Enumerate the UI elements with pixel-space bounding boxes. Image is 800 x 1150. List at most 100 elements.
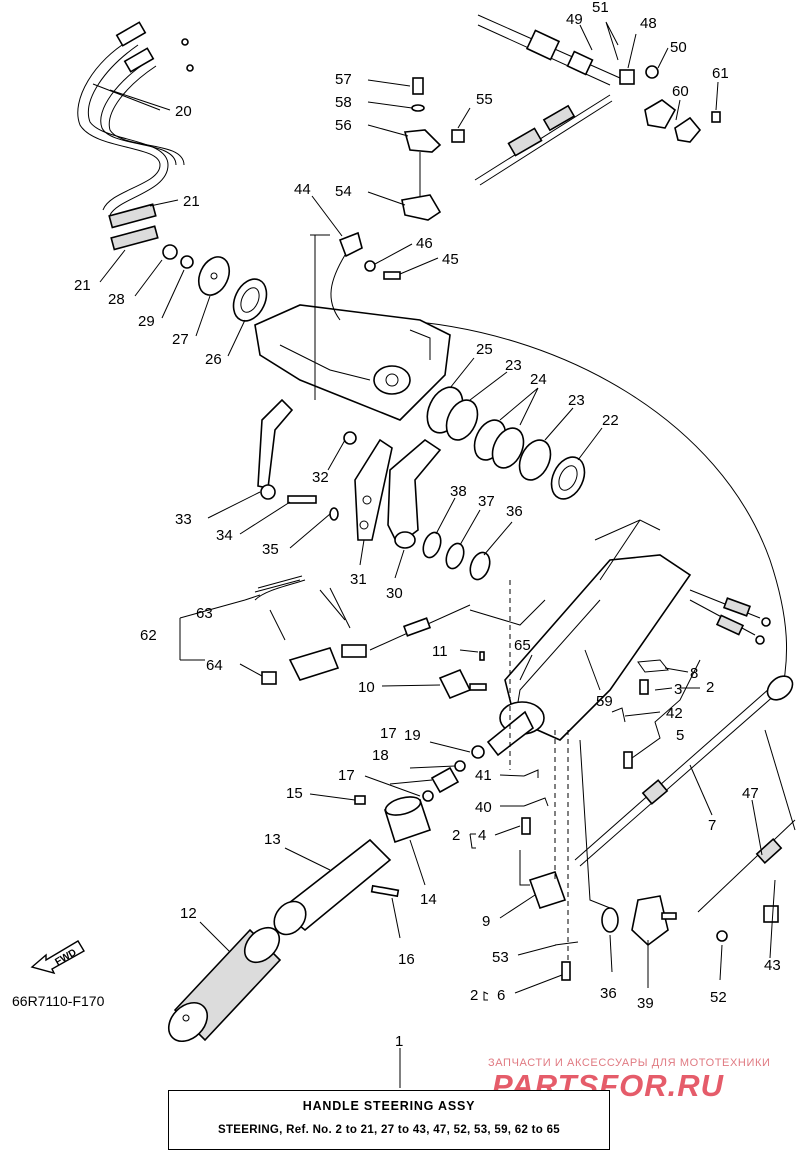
callout-15: 15 <box>286 785 303 802</box>
callout-24: 24 <box>530 371 547 388</box>
callout-43: 43 <box>764 957 781 974</box>
callout-14: 14 <box>420 891 437 908</box>
callout-19: 19 <box>404 727 421 744</box>
leader-lines <box>92 21 776 1088</box>
callout-3: 3 <box>674 681 682 698</box>
part-shift-rod <box>474 14 721 186</box>
part-friction-knob <box>438 651 487 700</box>
callout-21: 21 <box>74 277 91 294</box>
routing-line <box>764 729 796 831</box>
callout-31: 31 <box>350 571 367 588</box>
callout-23: 23 <box>568 392 585 409</box>
title-box: HANDLE STEERING ASSY STEERING, Ref. No. … <box>168 1090 610 1150</box>
callout-64: 64 <box>206 657 223 674</box>
callout-28: 28 <box>108 291 125 308</box>
callout-17: 17 <box>338 767 355 784</box>
callout-34: 34 <box>216 527 233 544</box>
part-bracket-housing <box>254 304 451 421</box>
callout-6: 6 <box>497 987 505 1004</box>
callout-45: 45 <box>442 251 459 268</box>
part-screw-34 <box>287 495 339 521</box>
callout-11: 11 <box>432 643 448 660</box>
diagram-code: 66R7110-F170 <box>12 993 105 1009</box>
callout-12: 12 <box>180 905 197 922</box>
routing-line <box>519 850 530 886</box>
assembly-title: HANDLE STEERING ASSY <box>302 1099 476 1113</box>
callout-30: 30 <box>386 585 403 602</box>
part-handle-body <box>486 519 771 757</box>
callout-18: 18 <box>372 747 389 764</box>
callout-58: 58 <box>335 94 352 111</box>
callout-38: 38 <box>450 483 467 500</box>
callout-49: 49 <box>566 11 583 28</box>
callout-17: 17 <box>380 725 397 742</box>
routing-line <box>310 234 330 400</box>
part-bracket-9 <box>528 871 579 981</box>
part-washers-22-25 <box>426 386 586 500</box>
part-cover-12 <box>167 926 282 1043</box>
part-lever-30 <box>387 438 442 549</box>
callout-23: 23 <box>505 357 522 374</box>
callout-61: 61 <box>712 65 729 82</box>
callout-4: 4 <box>478 827 486 844</box>
callout-32: 32 <box>312 469 329 486</box>
part-cables-20-21 <box>77 21 194 251</box>
callout-55: 55 <box>476 91 493 108</box>
callout-20: 20 <box>175 103 192 120</box>
callout-39: 39 <box>637 995 654 1012</box>
part-rings-36-38 <box>422 531 491 581</box>
callout-62: 62 <box>140 627 157 644</box>
callout-16: 16 <box>398 951 415 968</box>
part-stop-switch <box>254 575 471 685</box>
callout-7: 7 <box>708 817 716 834</box>
part-spring-set <box>354 745 485 805</box>
cable-loop <box>394 319 788 701</box>
callout-36: 36 <box>600 985 617 1002</box>
part-link-31 <box>343 431 393 541</box>
part-grip-13 <box>273 838 400 936</box>
callout-36: 36 <box>506 503 523 520</box>
callout-46: 46 <box>416 235 433 252</box>
part-cable-47 <box>697 819 796 942</box>
callout-21: 21 <box>183 193 200 210</box>
callout-59: 59 <box>596 693 613 710</box>
callout-10: 10 <box>358 679 375 696</box>
callout-8: 8 <box>690 665 698 682</box>
callout-63: 63 <box>196 605 213 622</box>
callout-57: 57 <box>335 71 352 88</box>
callout-26: 26 <box>205 351 222 368</box>
part-grommet-27 <box>162 244 268 322</box>
callout-25: 25 <box>476 341 493 358</box>
part-plate-33 <box>257 398 294 500</box>
part-lower-pivot <box>601 895 677 947</box>
callout-numbers: 20 21 21 28 29 27 26 25 23 24 23 22 51 4… <box>74 0 781 1050</box>
callout-40: 40 <box>475 799 492 816</box>
callout-37: 37 <box>478 493 495 510</box>
callout-44: 44 <box>294 181 311 198</box>
callout-65: 65 <box>514 637 531 654</box>
callout-60: 60 <box>672 83 689 100</box>
routing-line <box>579 739 611 909</box>
callout-2: 2 <box>706 679 714 696</box>
callout-51: 51 <box>592 0 609 16</box>
assembly-subtitle: STEERING, Ref. No. 2 to 21, 27 to 43, 47… <box>217 1124 560 1136</box>
callout-13: 13 <box>264 831 281 848</box>
callout-2: 2 <box>470 987 478 1004</box>
part-sleeve-14 <box>383 796 432 844</box>
callout-22: 22 <box>602 412 619 429</box>
fwd-arrow-icon: FWD <box>30 940 85 975</box>
part-hardware <box>521 659 669 835</box>
part-rod-7 <box>574 675 794 867</box>
callout-35: 35 <box>262 541 279 558</box>
callout-27: 27 <box>172 331 189 348</box>
callout-41: 41 <box>475 767 492 784</box>
callout-5: 5 <box>676 727 684 744</box>
part-bracket-54 <box>401 77 465 221</box>
callout-1: 1 <box>395 1033 403 1050</box>
callout-53: 53 <box>492 949 509 966</box>
watermark-subtext: ЗАПЧАСТИ И АКСЕССУАРЫ ДЛЯ МОТОТЕХНИКИ <box>488 1057 771 1069</box>
callout-33: 33 <box>175 511 192 528</box>
callout-48: 48 <box>640 15 657 32</box>
part-clip-44 <box>330 231 401 321</box>
